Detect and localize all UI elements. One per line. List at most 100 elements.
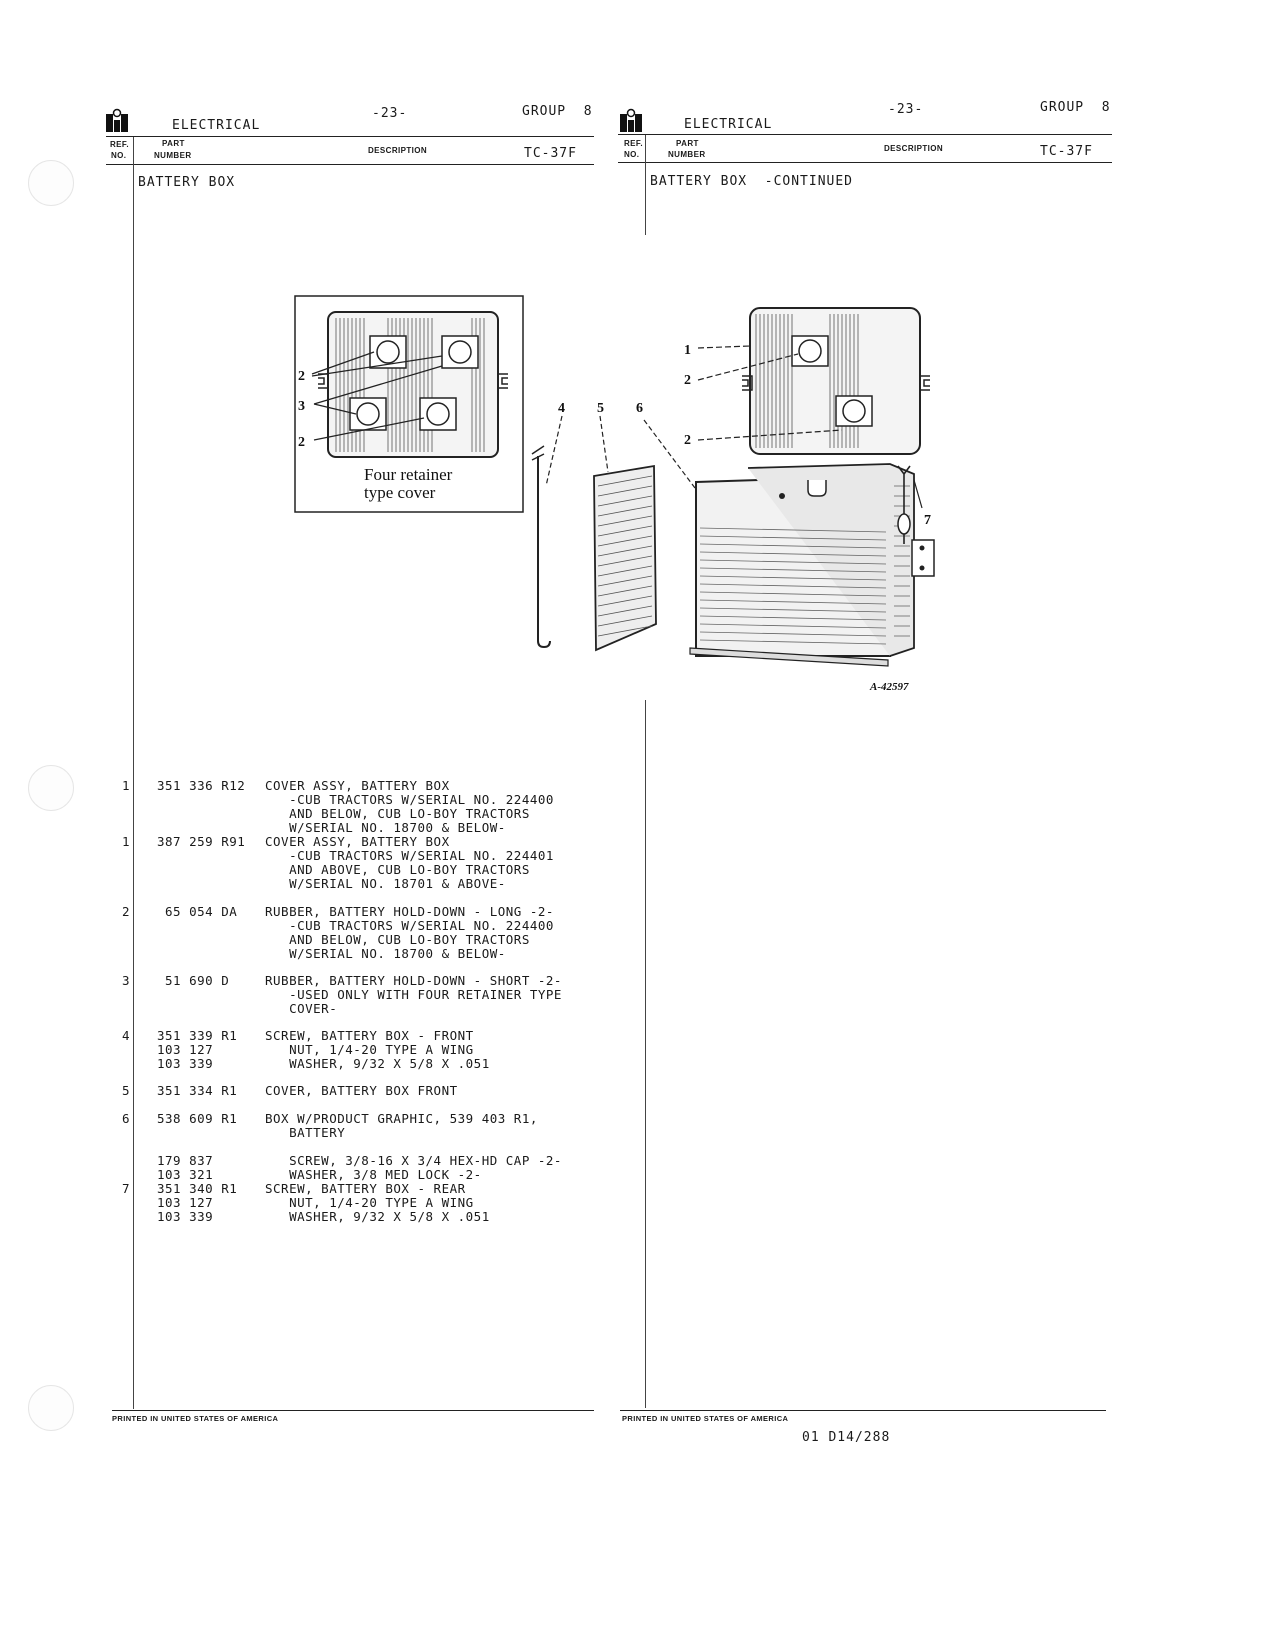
part-description: -CUB TRACTORS W/SERIAL NO. 224400 xyxy=(265,792,554,807)
left-ref-column-divider xyxy=(133,137,134,1409)
callout-2: 2 xyxy=(298,369,305,384)
part-description: COVER, BATTERY BOX FRONT xyxy=(265,1083,458,1098)
right-col-number: NUMBER xyxy=(668,150,706,159)
binder-hole-middle xyxy=(28,765,74,811)
part-description: AND BELOW, CUB LO-BOY TRACTORS xyxy=(265,806,530,821)
four-retainer-cover-inset: 2 3 2 Four retainer type cover xyxy=(294,295,524,513)
right-ref-column-divider-top xyxy=(645,135,646,235)
right-col-ref: REF. xyxy=(624,139,643,148)
part-description: WASHER, 3/8 MED LOCK -2- xyxy=(265,1167,482,1182)
part-number: 179 837 xyxy=(157,1153,214,1168)
part-description: WASHER, 9/32 X 5/8 X .051 xyxy=(265,1056,490,1071)
part-description: BATTERY xyxy=(265,1125,346,1140)
left-page-number: -23- xyxy=(372,106,408,121)
right-ref-column-divider-bottom xyxy=(645,700,646,1408)
left-col-ref: REF. xyxy=(110,140,129,149)
part-ref-number: 4 xyxy=(121,1028,130,1043)
part-ref-number: 6 xyxy=(121,1111,130,1126)
ih-logo-icon xyxy=(620,108,642,132)
left-header-rule xyxy=(106,136,594,137)
left-code: TC-37F xyxy=(524,146,577,161)
inset-caption-line-1: Four retainer xyxy=(364,465,453,484)
part-ref-number: 2 xyxy=(121,904,130,919)
part-number: 103 339 xyxy=(157,1056,214,1071)
left-footer-rule xyxy=(112,1410,594,1411)
part-number: 387 259 R91 xyxy=(157,834,246,849)
left-group-label: GROUP 8 xyxy=(522,104,593,119)
part-number: 65 054 DA xyxy=(157,904,238,919)
part-description: W/SERIAL NO. 18700 & BELOW- xyxy=(265,820,506,835)
part-number: 103 339 xyxy=(157,1209,214,1224)
left-subheader-rule xyxy=(106,164,594,165)
part-description: SCREW, BATTERY BOX - REAR xyxy=(265,1181,466,1196)
part-number: 103 127 xyxy=(157,1195,214,1210)
part-number: 351 334 R1 xyxy=(157,1083,238,1098)
callout-5: 5 xyxy=(597,401,604,416)
part-description: WASHER, 9/32 X 5/8 X .051 xyxy=(265,1209,490,1224)
callout-6: 6 xyxy=(636,401,643,416)
part-number: 351 340 R1 xyxy=(157,1181,238,1196)
right-section-title: ELECTRICAL xyxy=(684,117,773,132)
callout-7: 7 xyxy=(924,513,931,528)
part-ref-number: 3 xyxy=(121,973,130,988)
callout-3: 3 xyxy=(298,399,305,414)
right-footer-rule xyxy=(620,1410,1106,1411)
right-col-part: PART xyxy=(676,139,699,148)
right-page-number: -23- xyxy=(888,102,924,117)
part-description: RUBBER, BATTERY HOLD-DOWN - SHORT -2- xyxy=(265,973,562,988)
part-description: COVER- xyxy=(265,1001,338,1016)
part-description: NUT, 1/4-20 TYPE A WING xyxy=(265,1042,474,1057)
part-description: W/SERIAL NO. 18700 & BELOW- xyxy=(265,946,506,961)
left-col-description: DESCRIPTION xyxy=(368,146,428,155)
part-ref-number: 5 xyxy=(121,1083,130,1098)
callout-2: 2 xyxy=(298,435,305,450)
left-col-number: NUMBER xyxy=(154,151,192,160)
part-description: NUT, 1/4-20 TYPE A WING xyxy=(265,1195,474,1210)
right-group-label: GROUP 8 xyxy=(1040,100,1111,115)
part-ref-number: 1 xyxy=(121,834,130,849)
part-number: 103 127 xyxy=(157,1042,214,1057)
right-col-no: NO. xyxy=(624,150,640,159)
callout-1: 1 xyxy=(684,343,691,358)
left-page-title: BATTERY BOX xyxy=(138,175,236,190)
callout-2: 2 xyxy=(684,373,691,388)
right-page-title: BATTERY BOX -CONTINUED xyxy=(650,174,854,189)
part-description: RUBBER, BATTERY HOLD-DOWN - LONG -2- xyxy=(265,904,554,919)
binder-hole-bottom xyxy=(28,1385,74,1431)
right-col-description: DESCRIPTION xyxy=(884,144,944,153)
left-footer-text: PRINTED IN UNITED STATES OF AMERICA xyxy=(112,1414,279,1423)
part-description: -CUB TRACTORS W/SERIAL NO. 224400 xyxy=(265,918,554,933)
part-description: AND BELOW, CUB LO-BOY TRACTORS xyxy=(265,932,530,947)
part-description: SCREW, BATTERY BOX - FRONT xyxy=(265,1028,474,1043)
part-description: -CUB TRACTORS W/SERIAL NO. 224401 xyxy=(265,848,554,863)
part-description: AND ABOVE, CUB LO-BOY TRACTORS xyxy=(265,862,530,877)
part-ref-number: 7 xyxy=(121,1181,130,1196)
inset-caption-line-2: type cover xyxy=(364,483,436,502)
right-subheader-rule xyxy=(618,162,1112,163)
right-header-rule xyxy=(618,134,1112,135)
part-description: W/SERIAL NO. 18701 & ABOVE- xyxy=(265,876,506,891)
illustration-id: A-42597 xyxy=(869,681,909,693)
part-description: BOX W/PRODUCT GRAPHIC, 539 403 R1, xyxy=(265,1111,538,1126)
callout-2: 2 xyxy=(684,433,691,448)
part-description: -USED ONLY WITH FOUR RETAINER TYPE xyxy=(265,987,562,1002)
right-code: TC-37F xyxy=(1040,144,1093,159)
part-number: 103 321 xyxy=(157,1167,214,1182)
battery-box-exploded-view: 4 5 6 xyxy=(531,307,935,693)
ih-logo-icon xyxy=(106,108,128,132)
part-number: 351 339 R1 xyxy=(157,1028,238,1043)
part-number: 538 609 R1 xyxy=(157,1111,238,1126)
part-number: 351 336 R12 xyxy=(157,778,246,793)
left-section-title: ELECTRICAL xyxy=(172,118,261,133)
part-description: SCREW, 3/8-16 X 3/4 HEX-HD CAP -2- xyxy=(265,1153,562,1168)
right-footer-text: PRINTED IN UNITED STATES OF AMERICA xyxy=(622,1414,789,1423)
callout-4: 4 xyxy=(558,401,565,416)
part-description: COVER ASSY, BATTERY BOX xyxy=(265,834,450,849)
part-number: 51 690 D xyxy=(157,973,230,988)
document-code: 01 D14/288 xyxy=(802,1430,891,1445)
left-col-no: NO. xyxy=(111,151,127,160)
binder-hole-top xyxy=(28,160,74,206)
part-description: COVER ASSY, BATTERY BOX xyxy=(265,778,450,793)
part-ref-number: 1 xyxy=(121,778,130,793)
left-col-part: PART xyxy=(162,139,185,148)
